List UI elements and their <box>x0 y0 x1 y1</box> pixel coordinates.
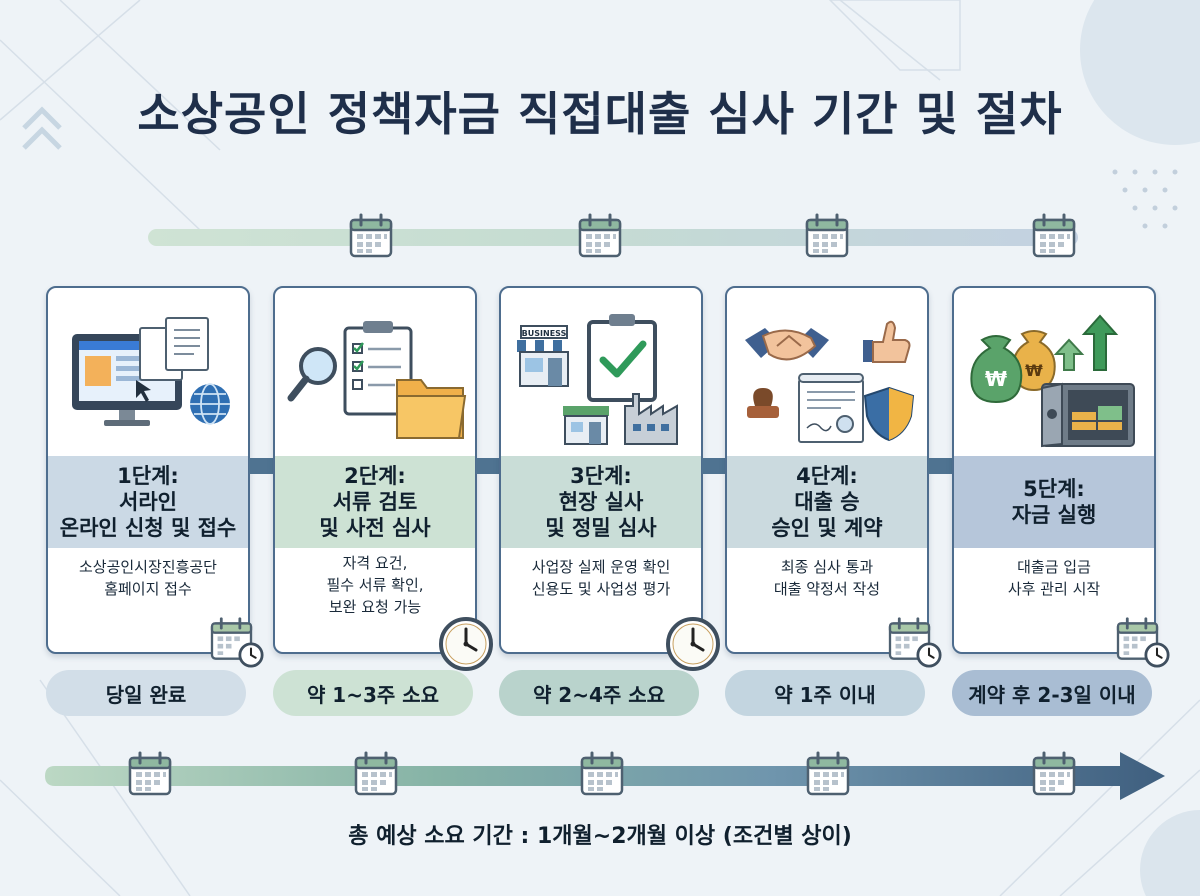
duration-badge: 계약 후 2-3일 이내 <box>952 670 1152 716</box>
step-title: 5단계: 자금 실행 <box>954 456 1154 548</box>
clock-icon <box>665 616 721 672</box>
calendar-icon <box>1030 212 1078 260</box>
step-card-3: BUSINESS 3단계: 현장 실사 및 정밀 심사 사업장 실제 운영 확인… <box>499 286 703 654</box>
calendar-icon <box>352 750 400 798</box>
step-description: 대출금 입금 사후 관리 시작 <box>954 556 1154 600</box>
clock-icon <box>438 616 494 672</box>
step-name-line: 및 사전 심사 <box>319 516 431 540</box>
step-title: 3단계: 현장 실사 및 정밀 심사 <box>501 456 701 548</box>
calendar-clock-icon <box>1116 616 1172 668</box>
step-card-2: 2단계: 서류 검토 및 사전 심사 자격 요건, 필수 서류 확인, 보완 요… <box>273 286 477 654</box>
step-title: 4단계: 대출 승 승인 및 계약 <box>727 456 927 548</box>
total-duration-note: 총 예상 소요 기간 : 1개월~2개월 이상 (조건별 상이) <box>348 824 852 849</box>
step-name-line: 승인 및 계약 <box>771 516 883 540</box>
duration-badge: 약 1주 이내 <box>725 670 925 716</box>
step-description-line: 대출금 입금 <box>1017 558 1091 576</box>
step-number: 3단계: <box>570 464 632 488</box>
calendar-clock-icon <box>888 616 944 668</box>
step-number: 2단계: <box>344 464 406 488</box>
step-title: 1단계: 서라인 온라인 신청 및 접수 <box>48 456 248 548</box>
duration-badge: 당일 완료 <box>46 670 246 716</box>
step-description-line: 신용도 및 사업성 평가 <box>531 580 671 598</box>
shop-sign-text: BUSINESS <box>522 329 567 338</box>
step-description-line: 자격 요건, <box>342 554 408 572</box>
step-description-line: 홈페이지 접수 <box>104 580 192 598</box>
calendar-icon <box>126 750 174 798</box>
step-name-line: 현장 실사 <box>558 490 644 514</box>
currency-symbol: ₩ <box>1025 361 1043 380</box>
step-description: 자격 요건, 필수 서류 확인, 보완 요청 가능 <box>275 552 475 618</box>
step-title: 2단계: 서류 검토 및 사전 심사 <box>275 456 475 548</box>
step-name-line: 및 정밀 심사 <box>545 516 657 540</box>
calendar-clock-icon <box>210 616 266 668</box>
step-number: 4단계: <box>796 464 858 488</box>
step-card-4: 4단계: 대출 승 승인 및 계약 최종 심사 통과 대출 약정서 작성 <box>725 286 929 654</box>
step-number: 1단계: <box>117 464 179 488</box>
step-description-line: 최종 심사 통과 <box>780 558 874 576</box>
step-name-line: 서류 검토 <box>332 490 418 514</box>
step-description-line: 필수 서류 확인, <box>326 576 424 594</box>
money-bags-safe-growth-icon: ₩ ₩ <box>970 314 1135 448</box>
calendar-icon <box>576 212 624 260</box>
step-description-line: 대출 약정서 작성 <box>773 580 881 598</box>
step-description: 최종 심사 통과 대출 약정서 작성 <box>727 556 927 600</box>
page-title: 소상공인 정책자금 직접대출 심사 기간 및 절차 <box>137 87 1063 141</box>
step-description: 소상공인시장진흥공단 홈페이지 접수 <box>48 556 248 600</box>
step-card-5: ₩ ₩ 5단계: 자금 실행 대출금 입금 사후 관리 시작 <box>952 286 1156 654</box>
step-number: 5단계: <box>1023 477 1085 501</box>
store-checklist-factory-icon: BUSINESS <box>517 314 678 445</box>
step-name-line: 온라인 신청 및 접수 <box>59 516 237 540</box>
calendar-icon <box>1030 750 1078 798</box>
step-card-1: 1단계: 서라인 온라인 신청 및 접수 소상공인시장진흥공단 홈페이지 접수 <box>46 286 250 654</box>
calendar-icon <box>803 212 851 260</box>
computer-documents-globe-icon <box>72 317 230 426</box>
duration-badge: 약 2~4주 소요 <box>499 670 699 716</box>
step-name-line: 대출 승 <box>794 490 860 514</box>
step-description-line: 사후 관리 시작 <box>1007 580 1101 598</box>
step-name-line: 자금 실행 <box>1011 503 1097 527</box>
calendar-icon <box>804 750 852 798</box>
handshake-contract-shield-icon <box>745 320 915 443</box>
step-description-line: 사업장 실제 운영 확인 <box>531 558 671 576</box>
currency-symbol: ₩ <box>985 367 1007 391</box>
duration-badge: 약 1~3주 소요 <box>273 670 473 716</box>
magnifier-clipboard-folder-icon <box>287 321 467 439</box>
step-description-line: 보완 요청 가능 <box>328 598 422 616</box>
step-description: 사업장 실제 운영 확인 신용도 및 사업성 평가 <box>501 556 701 600</box>
calendar-icon <box>347 212 395 260</box>
step-description-line: 소상공인시장진흥공단 <box>78 558 217 576</box>
calendar-icon <box>578 750 626 798</box>
step-name-line: 서라인 <box>119 490 177 514</box>
